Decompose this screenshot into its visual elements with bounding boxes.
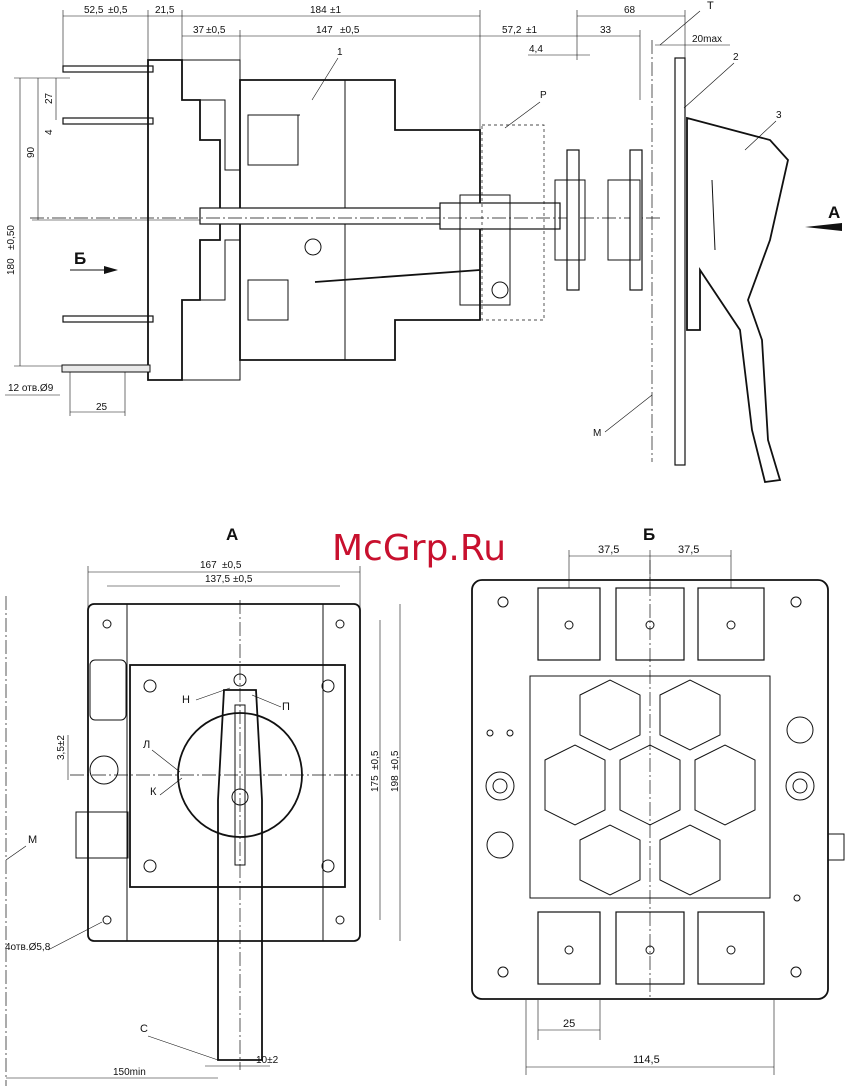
side-view: 52,5 ±0,5 21,5 184 ±1 68 Т 37 ±0,5 147 ±… [5,0,842,482]
watermark: McGrp.Ru [332,528,506,569]
holes-note-top: 12 отв.Ø9 [8,383,54,394]
dim-37-5-a: 37,5 [598,544,619,556]
label-n: Н [182,694,190,706]
dim-tol: ±0,5 [108,5,128,16]
label-l: Л [143,739,150,751]
dim-4: 4 [44,129,55,135]
callout-3: 3 [776,110,782,121]
arrow-b [104,266,118,274]
dim-175: 175 [370,775,381,792]
dim-25-b: 25 [563,1018,575,1030]
label-k: К [150,786,157,798]
dim-20max: 20max [692,34,722,45]
dim-147: 147 [316,25,333,36]
dim-57-2: 57,2 [502,25,522,36]
dim-10: 10±2 [256,1055,279,1066]
dim-tol-a1: ±0,5 [222,560,242,571]
view-a-title: А [226,525,238,544]
dim-tol-4: ±1 [526,25,537,36]
view-a: А 167 ±0,5 137,5 ±0,5 175 ±0,5 198 ±0,5 [5,525,401,1086]
dim-27: 27 [44,92,55,104]
callout-2: 2 [733,52,739,63]
dim-tol-2: ±0,5 [206,25,226,36]
dim-114-5: 114,5 [633,1054,660,1066]
label-m: М [28,834,37,846]
view-a-marker: А [828,203,840,222]
dim-33: 33 [600,25,612,36]
view-b: Б 37,5 37,5 [472,525,844,1075]
holes-note-a: 4отв.Ø5,8 [5,942,51,953]
dim-tol-a4: ±0,5 [390,750,401,770]
dim-90: 90 [26,146,37,158]
callout-1: 1 [337,47,343,58]
callout-m: М [593,428,601,439]
dim-4-4: 4,4 [529,44,543,55]
dim-25-top: 25 [96,402,108,413]
dim-167: 167 [200,560,217,571]
dim-3-5: 3,5±2 [56,735,67,760]
dim-68: 68 [624,5,636,16]
dim-180: 180 [6,258,17,275]
label-c: С [140,1023,148,1035]
callout-p: Р [540,90,547,101]
dim-52-5: 52,5 [84,5,104,16]
dim-37: 37 [193,25,205,36]
view-b-marker: Б [74,249,86,268]
dim-tol-a2: ±0,5 [233,574,253,585]
dim-tol-a3: ±0,5 [370,750,381,770]
label-t: Т [707,0,714,12]
arrow-a [805,223,842,231]
dim-tol-3: ±0,5 [340,25,360,36]
dim-184: 184 [310,5,327,16]
label-p: П [282,701,290,713]
dim-21-5: 21,5 [155,5,175,16]
dim-tol-1: ±1 [330,5,341,16]
view-b-title: Б [643,525,655,544]
dim-tol-5: ±0,50 [6,225,17,250]
dim-198: 198 [390,775,401,792]
dim-137-5: 137,5 [205,574,230,585]
dim-150min: 150min [113,1067,146,1078]
dim-37-5-b: 37,5 [678,544,699,556]
